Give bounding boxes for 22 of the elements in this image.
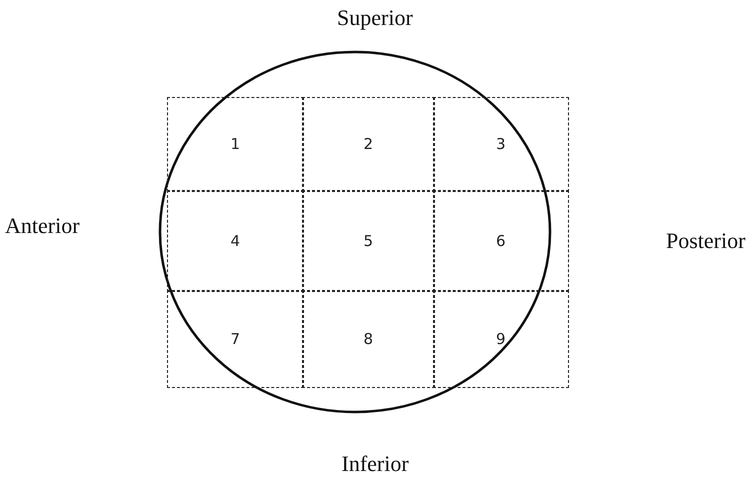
grid-cell — [167, 97, 304, 192]
region-number: 3 — [496, 135, 506, 154]
region-number: 1 — [230, 135, 240, 154]
region-number: 9 — [496, 330, 506, 348]
direction-label: Inferior — [342, 451, 409, 477]
grid-cell — [167, 290, 304, 388]
grid-cell — [433, 290, 568, 388]
direction-label: Posterior — [666, 228, 746, 254]
direction-label: Anterior — [5, 213, 80, 239]
grid-cell — [302, 190, 434, 292]
region-number: 2 — [363, 135, 374, 154]
grid-cell — [302, 97, 434, 192]
direction-label: Superior — [337, 5, 413, 31]
region-number: 6 — [496, 232, 506, 250]
region-number: 7 — [230, 330, 240, 348]
grid-cell — [167, 190, 304, 292]
grid-cell — [433, 190, 568, 292]
grid-cell — [433, 97, 568, 192]
grid-cell — [302, 290, 434, 388]
region-number: 8 — [363, 330, 374, 348]
region-number: 5 — [363, 232, 374, 250]
region-number: 4 — [230, 232, 240, 250]
